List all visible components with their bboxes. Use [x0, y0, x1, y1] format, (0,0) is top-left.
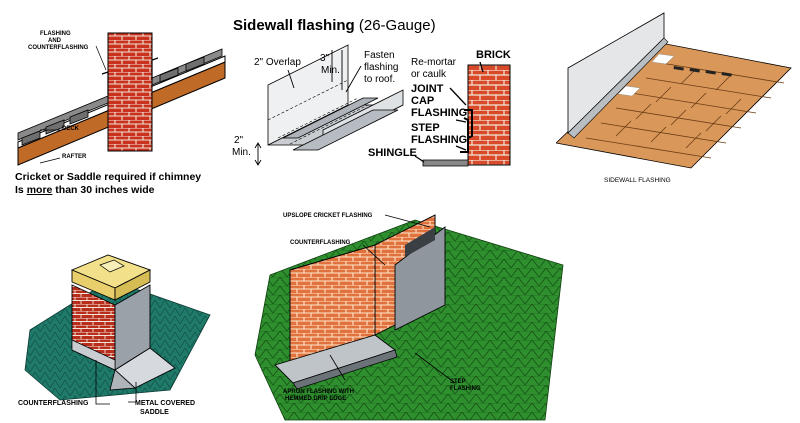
sidewall-roof-drawing	[556, 12, 792, 169]
joint-cap-label-3: FLASHING	[411, 107, 468, 119]
cricket-note-emphasis: more	[26, 184, 53, 196]
corner-chimney-diagram: UPSLOPE CRICKET FLASHING COUNTERFLASHING…	[245, 205, 565, 423]
chimney-section-drawing	[17, 32, 226, 166]
saddle-label-2: SADDLE	[140, 409, 169, 416]
corner-chimney-drawing	[254, 214, 564, 421]
sidewall-flashing-detail: Sidewall flashing (26-Gauge)	[228, 10, 528, 190]
rafter-label: RAFTER	[62, 154, 87, 160]
counterflashing-label-corner: COUNTERFLASHING	[290, 240, 351, 246]
fasten-label-2: flashing	[364, 62, 399, 73]
sidewall-roof-caption: SIDEWALL FLASHING	[604, 177, 671, 184]
joint-cap-label-1: JOINT	[411, 83, 444, 95]
flashing-label-2: AND	[48, 38, 61, 44]
apron-flashing-label-1: APRON FLASHING WITH	[283, 389, 354, 395]
min3-label-2: Min.	[321, 65, 340, 76]
sidewall-title: Sidewall flashing (26-Gauge)	[233, 18, 436, 34]
step-flashing-label-1: STEP	[411, 122, 440, 134]
deck-label: DECK	[62, 126, 80, 132]
shingle-label: SHINGLE	[368, 147, 417, 159]
cricket-note-post: than 30 inches wide	[52, 184, 155, 196]
min2-label-1: 2"	[234, 135, 244, 146]
fasten-label-3: to roof.	[364, 74, 396, 85]
apron-flashing-label-2: HEMMED DRIP EDGE	[285, 396, 347, 402]
cricket-note-line1: Cricket or Saddle required if chimney	[15, 171, 202, 183]
cricket-note-pre: Is	[15, 184, 27, 196]
sidewall-title-rest: (26-Gauge)	[354, 17, 436, 34]
min2-label-2: Min.	[232, 147, 251, 158]
step-flashing-corner-label-2: FLASHING	[450, 386, 481, 392]
cricket-note-line2: Is more than 30 inches wide	[15, 184, 155, 196]
chimney-section-diagram: FLASHING AND COUNTERFLASHING DECK RAFTER…	[0, 0, 230, 205]
flashing-label-1: FLASHING	[40, 31, 71, 37]
flashing-label-3: COUNTERFLASHING	[28, 45, 89, 51]
sidewall-roof-illustration: SIDEWALL FLASHING	[556, 8, 796, 198]
sidewall-title-bold: Sidewall flashing	[233, 17, 355, 34]
remortar-label-2: or caulk	[411, 69, 447, 80]
overlap-label: 2" Overlap	[254, 57, 301, 68]
remortar-label-1: Re-mortar	[411, 57, 457, 68]
chimney-saddle-drawing	[24, 254, 211, 405]
brick-label: BRICK	[476, 49, 511, 61]
joint-cap-label-2: CAP	[411, 95, 435, 107]
saddle-label-1: METAL COVERED	[135, 400, 196, 407]
sidewall-flashing-drawing	[254, 44, 511, 167]
chimney-saddle-diagram: COUNTERFLASHING METAL COVERED SADDLE	[0, 220, 235, 423]
step-flashing-label-2: FLASHING	[411, 134, 468, 146]
counterflashing-label-3d: COUNTERFLASHING	[18, 400, 89, 407]
upslope-cricket-label: UPSLOPE CRICKET FLASHING	[283, 213, 373, 219]
step-flashing-corner-label-1: STEP	[450, 379, 466, 385]
min3-label-1: 3"	[320, 53, 330, 64]
fasten-label-1: Fasten	[364, 50, 395, 61]
